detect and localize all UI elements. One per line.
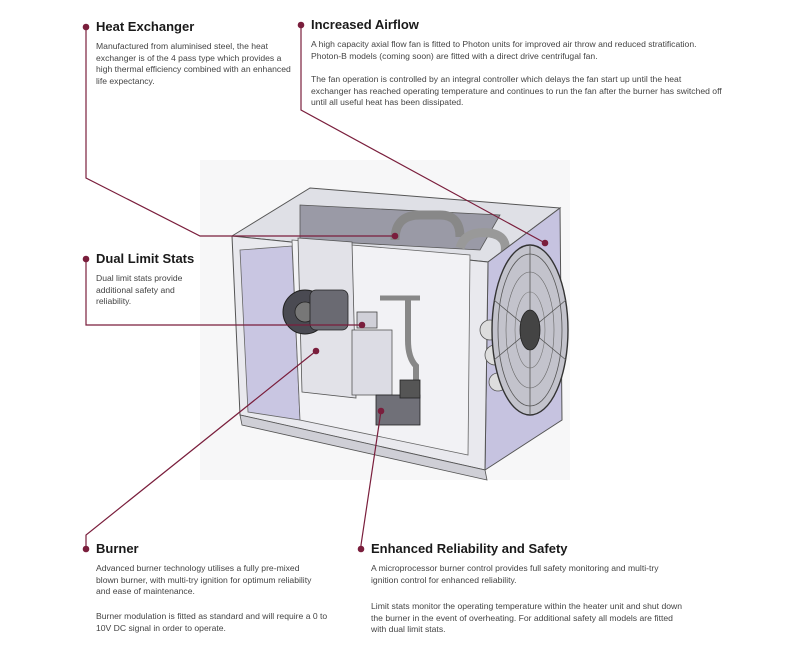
gas-valve — [375, 394, 421, 426]
burner-text-2: Burner modulation is fitted as standard … — [96, 611, 328, 633]
reliability-title: Enhanced Reliability and Safety — [371, 541, 568, 556]
reliability-text-2: Limit stats monitor the operating temper… — [371, 601, 682, 634]
gas-pipe — [405, 300, 419, 386]
axial-fan — [491, 244, 569, 416]
control-box — [351, 329, 393, 396]
limit-stats-text: Dual limit stats provide additional safe… — [96, 273, 183, 306]
burner-motor — [309, 289, 349, 331]
heat-exchanger-text: Manufactured from aluminised steel, the … — [96, 41, 291, 86]
heat-exchanger-leader — [85, 27, 395, 237]
reliability-text-1: A microprocessor burner control provides… — [371, 563, 659, 585]
limit-stats-leader — [85, 259, 362, 326]
limit-stats-dot — [82, 255, 90, 263]
burner-leader — [85, 350, 317, 549]
burner-text-1: Advanced burner technology utilises a fu… — [96, 563, 312, 596]
airflow-title: Increased Airflow — [311, 17, 419, 32]
reliability-leader — [360, 410, 382, 549]
heat-exchanger-title: Heat Exchanger — [96, 19, 195, 34]
exchanger-duct-1 — [390, 210, 465, 241]
airflow-text-2: The fan operation is controlled by an in… — [311, 74, 722, 107]
exchanger-duct-2 — [455, 228, 510, 254]
reliability-dot — [357, 545, 365, 553]
airflow-leader — [300, 25, 546, 244]
burner-title: Burner — [96, 541, 139, 556]
limit-stats-title: Dual Limit Stats — [96, 251, 195, 266]
burner-dot — [82, 545, 90, 553]
heat-exchanger-dot — [82, 23, 90, 31]
airflow-text-1: A high capacity axial flow fan is fitted… — [311, 39, 697, 61]
airflow-dot — [297, 21, 305, 29]
